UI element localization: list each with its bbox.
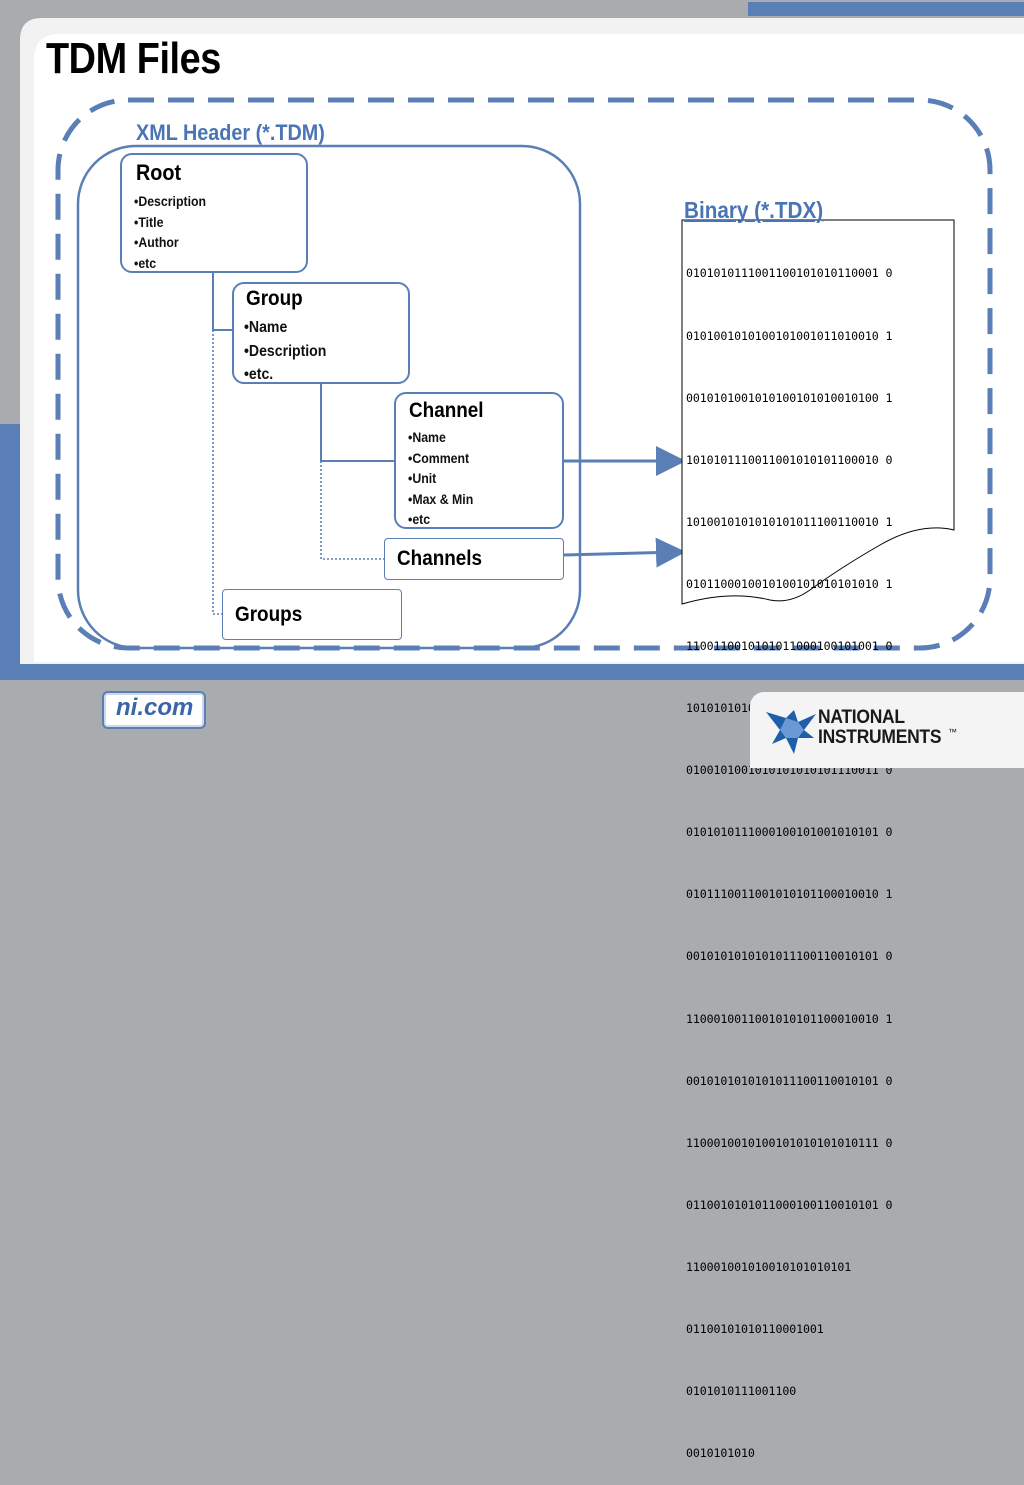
- group-channel-connector: [320, 384, 394, 462]
- binary-row: 0101010111001100: [686, 1384, 797, 1399]
- binary-row: 0010101001010100101010010100 1: [686, 390, 893, 405]
- binary-row: 1010101110011001010101100010 0: [686, 452, 893, 467]
- binary-row: 0101100010010100101010101010 1: [686, 576, 893, 591]
- binary-sheet: [681, 219, 955, 605]
- binary-row: 1100110010101011000100101001 0: [686, 638, 893, 653]
- binary-row: 0010101010101011100110010101 0: [686, 949, 893, 964]
- website-link[interactable]: ni.com: [116, 694, 194, 721]
- binary-row: 110001001010010101010101: [686, 1259, 852, 1274]
- group-channels-connector: [320, 461, 384, 560]
- binary-row: 1100010010100101010101010111 0: [686, 1135, 893, 1150]
- channel-title: Channel: [409, 399, 484, 422]
- logo-line-national: NATIONAL: [818, 707, 905, 728]
- groups-box: [222, 589, 402, 640]
- list-item: •Name: [408, 429, 446, 445]
- list-item: •Max & Min: [408, 490, 474, 507]
- list-item: •Unit: [408, 470, 437, 486]
- binary-row: 1010010101010101011100110010 1: [686, 514, 893, 529]
- website-badge[interactable]: [102, 691, 206, 729]
- binary-row: 0010101010101011100110010101 0: [686, 1073, 893, 1088]
- binary-row: 0101110011001010101100010010 1: [686, 887, 893, 902]
- binary-row: 0110010101011000100110010101 0: [686, 1197, 893, 1212]
- root-title: Root: [136, 160, 182, 185]
- list-item: •Name: [244, 319, 288, 336]
- binary-row: 01100101010110001001: [686, 1322, 824, 1336]
- list-item: •Title: [134, 213, 164, 230]
- binary-row: 0101001010100101001011010010 1: [686, 328, 893, 343]
- list-item: •etc.: [244, 366, 274, 383]
- groups-title: Groups: [235, 603, 303, 626]
- list-item: •Description: [134, 193, 207, 209]
- binary-row: 0101010111000100101001010101 0: [686, 825, 893, 840]
- diagram-graphics: [55, 97, 993, 651]
- group-box: [232, 282, 410, 384]
- root-box: [120, 153, 308, 273]
- channels-title: Channels: [397, 547, 483, 570]
- channels-to-binary-arrow: [563, 537, 686, 568]
- binary-data-block: 0101010111001100101010110001 0 010100101…: [686, 222, 952, 1485]
- channels-box: [384, 538, 564, 580]
- xml-header-container: [76, 144, 582, 650]
- trademark-mark: ™: [948, 727, 957, 737]
- channel-properties-list: •Name •Comment •Unit •Max & Min •etc: [408, 427, 482, 530]
- root-groups-connector: [212, 330, 222, 615]
- root-properties-list: •Description •Title •Author •etc: [134, 191, 216, 273]
- list-item: •Author: [134, 234, 179, 250]
- binary-row: 0101010111001100101010110001 0: [686, 266, 893, 281]
- xml-header-label: XML Header (*.TDM): [136, 120, 325, 145]
- binary-row: 0010101010: [686, 1446, 755, 1461]
- eagle-logo-icon: [766, 710, 816, 754]
- group-properties-list: •Name •Description •etc.: [244, 316, 338, 387]
- root-group-connector: [212, 272, 232, 331]
- binary-label: Binary (*.TDX): [684, 197, 824, 223]
- slide-title: TDM Files: [46, 34, 221, 83]
- list-item: •Comment: [408, 449, 470, 466]
- list-item: •Description: [244, 342, 327, 360]
- group-title: Group: [246, 287, 303, 310]
- channel-box: [394, 392, 564, 529]
- binary-row: 1100010011001010101100010010 1: [686, 1011, 893, 1026]
- list-item: •etc: [408, 511, 431, 527]
- logo-line-instruments: INSTRUMENTS: [818, 727, 942, 748]
- list-item: •etc: [134, 254, 157, 271]
